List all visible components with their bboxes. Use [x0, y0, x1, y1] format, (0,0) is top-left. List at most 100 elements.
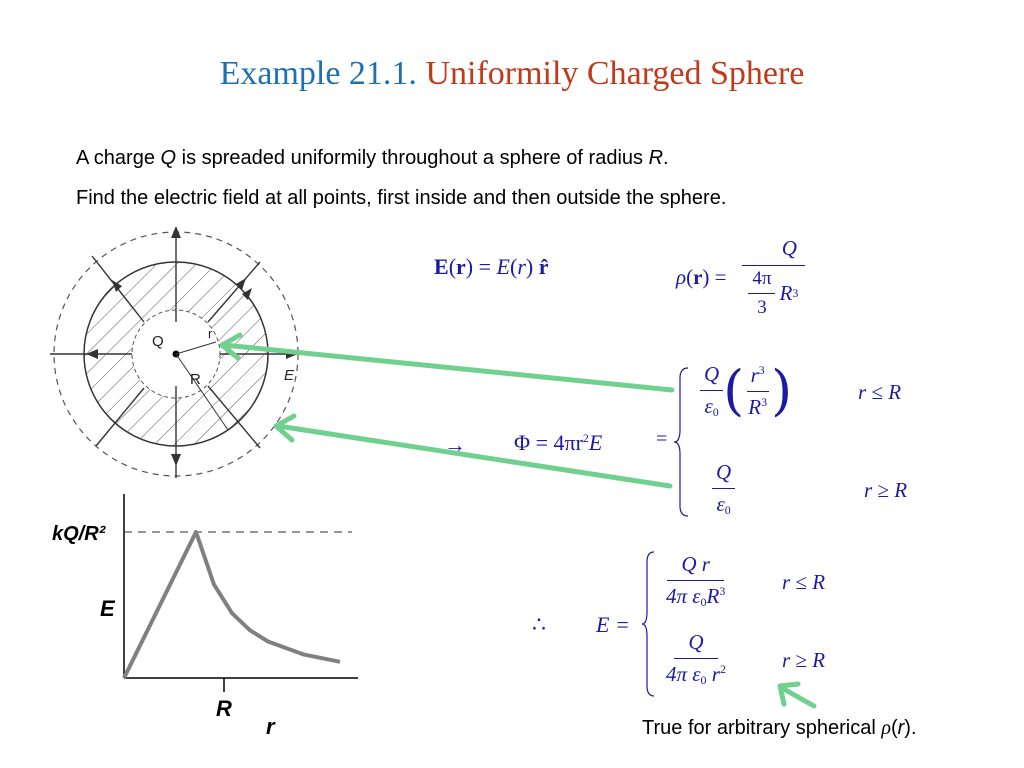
radius-symbol: R [748, 394, 762, 419]
flux-brace [673, 367, 689, 517]
problem-text: . [663, 147, 669, 169]
radius-symbol: R [706, 584, 720, 608]
result-inside-fraction: Q r 4π ε0R3 [662, 552, 729, 610]
flux-expression: Φ = 4πr [514, 430, 583, 455]
field-line [207, 261, 261, 323]
flux-case-outside: Q ε0 [712, 460, 736, 518]
footnote-text: True for arbitrary spherical [642, 717, 882, 739]
arrow-note [779, 685, 817, 709]
flux-inside-fraction: Q ε0 [700, 362, 724, 420]
radius-var: r [750, 362, 759, 387]
result-outside-condition: r ≥ R [782, 648, 825, 673]
therefore-symbol: ∴ [532, 612, 546, 637]
charge-symbol: Q [704, 362, 720, 386]
field-magnitude: E [588, 430, 603, 455]
sphere-diagram: Q r R E [50, 226, 302, 478]
epsilon-symbol: ε [716, 492, 725, 516]
charge-label: Q [152, 333, 164, 350]
exponent: 3 [761, 394, 768, 409]
flux-outside-fraction: Q ε0 [712, 460, 736, 518]
exponent: 2 [719, 662, 726, 676]
footnote: True for arbitrary spherical ρ(r). [642, 716, 917, 740]
title-name: Uniformily Charged Sphere [425, 55, 805, 92]
arrowhead [286, 349, 298, 359]
result-inside-den: 4π ε [666, 584, 701, 608]
density-symbol: ρ [676, 265, 687, 289]
flux-inside-condition: r ≤ R [858, 380, 901, 405]
epsilon-symbol: ε [704, 394, 713, 418]
radius-label: R [190, 371, 201, 388]
result-brace [641, 551, 655, 697]
arrow-outside [275, 423, 673, 489]
small-r-label: r [208, 326, 213, 341]
density-symbol: ρ [881, 717, 891, 739]
condition-text: r ≥ R [864, 478, 908, 502]
subscript: 0 [712, 405, 719, 419]
subscript: 0 [700, 595, 707, 609]
right-paren: ) [771, 359, 793, 422]
radius-var: r [706, 662, 720, 686]
result-lhs: E = [596, 612, 630, 638]
arrowhead [171, 226, 181, 238]
field-definition: E(r) = E(r) r̂ [434, 254, 549, 279]
equals: = [714, 265, 727, 289]
problem-line-2: Find the electric field at all points, f… [76, 187, 727, 209]
field-curve [122, 530, 341, 679]
problem-radius: R [648, 147, 664, 169]
radius-var: r [897, 717, 905, 739]
arrowhead [86, 349, 98, 359]
result-inside-num: Q r [681, 552, 710, 576]
condition-text: r ≤ R [858, 380, 902, 404]
arrowhead [112, 280, 122, 292]
flux-outside-condition: r ≥ R [864, 478, 907, 503]
volume-factor-num: 4π [748, 268, 776, 294]
problem-text: is spreaded uniformily throughout a sphe… [176, 147, 649, 169]
field-graph: kQ/R² E R r [52, 494, 358, 738]
title-prefix: Example 21.1. [219, 55, 417, 92]
problem-text: A charge [76, 147, 161, 169]
subscript: 0 [700, 673, 707, 687]
field-label: E [284, 367, 295, 384]
equals: = [478, 254, 492, 279]
position-vector: r [693, 265, 703, 289]
flux-arrow: → [444, 432, 466, 457]
flux-equals: = [656, 428, 668, 450]
field-magnitude: E [496, 254, 510, 279]
condition-text: r ≥ R [782, 648, 826, 672]
condition-text: r ≤ R [782, 570, 826, 594]
arrowhead [242, 288, 252, 300]
exponent: 3 [792, 286, 799, 300]
exponent: 3 [758, 362, 765, 377]
volume-factor-den: 3 [757, 297, 767, 318]
density-numerator: Q [781, 236, 797, 260]
x-tick-label: R [216, 696, 232, 721]
result-outside-fraction: Q 4π ε0 r2 [662, 630, 730, 688]
result-case-inside: Q r 4π ε0R3 [662, 552, 729, 610]
radius-ratio: r3 R3 [744, 363, 771, 420]
y-max-label: kQ/R² [52, 523, 107, 545]
exponent: 2 [582, 431, 589, 445]
flux-lhs: Φ = 4πr2E [514, 430, 602, 456]
exponent: 3 [719, 584, 726, 598]
result-expression: E = [596, 612, 630, 637]
subscript: 0 [724, 503, 731, 517]
charge-symbol: Q [716, 460, 732, 484]
small-r-line [175, 341, 217, 355]
radius-line [175, 353, 229, 431]
problem-line-1: A charge Q is spreaded uniformily throug… [76, 146, 669, 170]
volume-factor: 4π 3 [748, 268, 776, 319]
position-vector: r [456, 254, 466, 279]
result-case-outside: Q 4π ε0 r2 [662, 630, 730, 688]
footnote-text: ( [890, 717, 898, 739]
x-axis-label: r [266, 714, 276, 738]
arrowhead [236, 278, 246, 290]
y-axis-label: E [100, 596, 116, 621]
result-inside-condition: r ≤ R [782, 570, 825, 595]
field-vector: E [434, 254, 449, 279]
field-line [207, 385, 261, 449]
footnote-text: ). [904, 717, 917, 739]
radius-var: r [517, 254, 526, 279]
result-outside-num: Q [688, 630, 704, 654]
